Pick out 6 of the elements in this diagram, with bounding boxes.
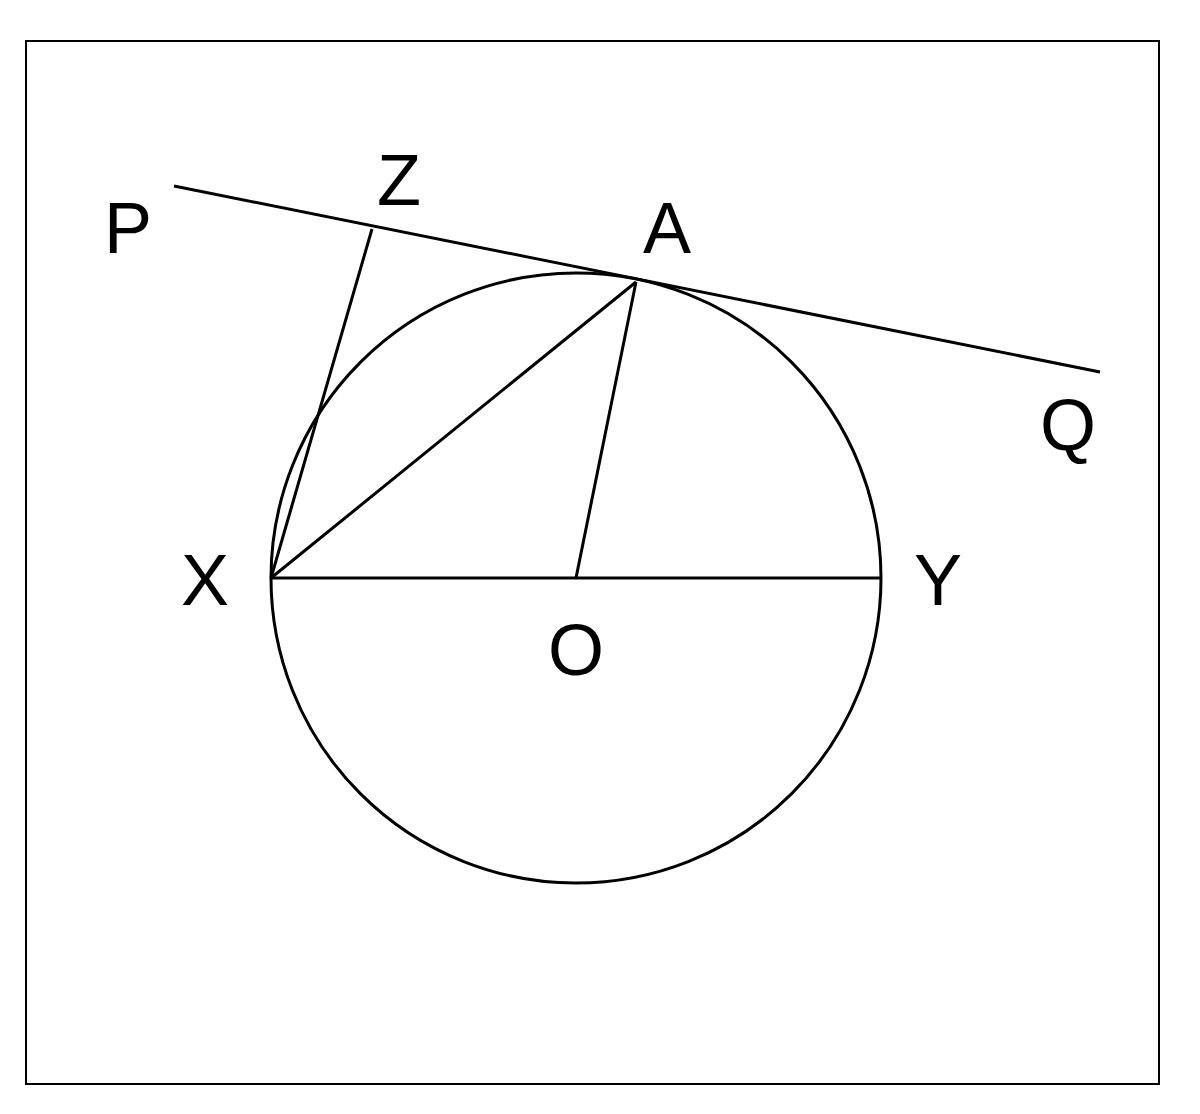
point-label: A <box>643 192 691 264</box>
point-label: Z <box>377 144 421 216</box>
point-label: Y <box>914 544 962 616</box>
point-label: O <box>548 614 604 686</box>
point-label: X <box>181 544 229 616</box>
point-label: P <box>104 192 152 264</box>
